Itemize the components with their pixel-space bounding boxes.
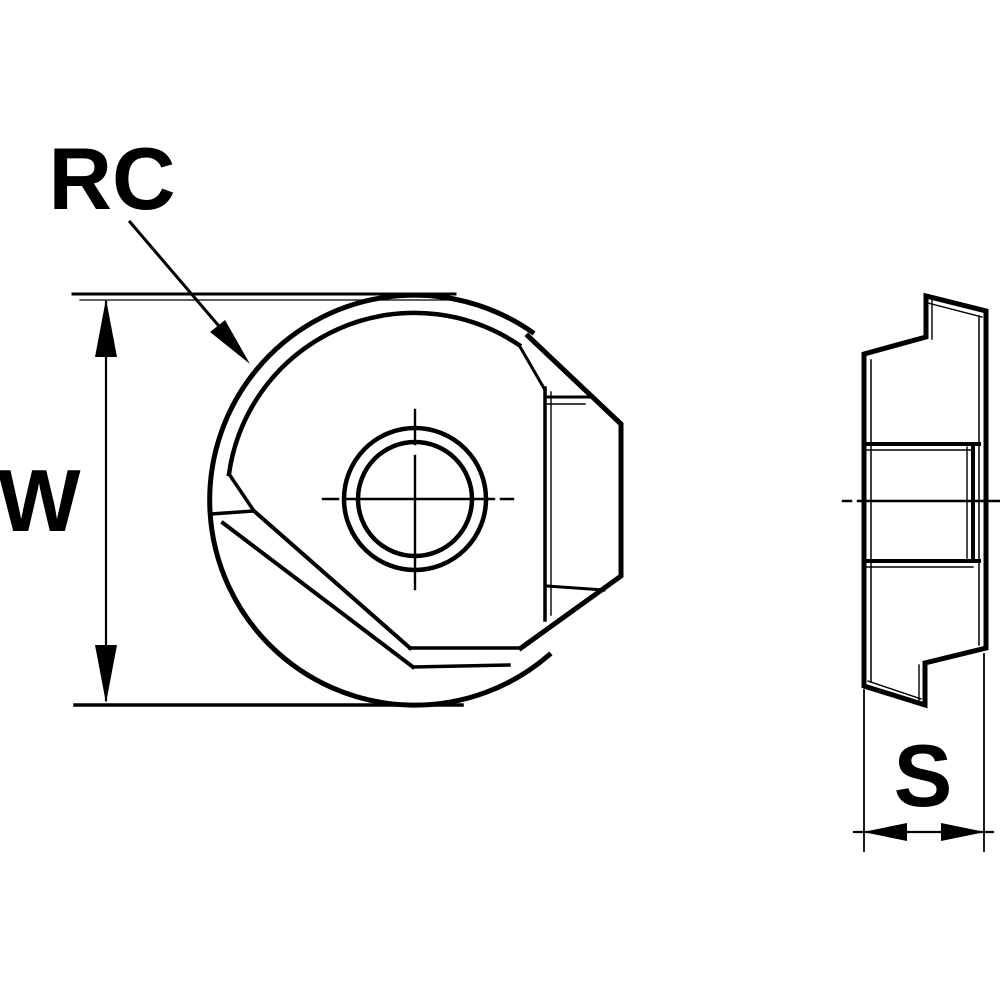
wiper-edge-diagonal-upper (251, 508, 413, 651)
w-dimension (71, 292, 464, 707)
inner-edge-arc (226, 310, 523, 477)
side-view-outline (861, 292, 989, 709)
right-facet-bottom-edge (545, 584, 606, 592)
side-view-inner-line-top-slant (927, 302, 983, 318)
insert-side-view (841, 292, 1000, 709)
s-label: S (894, 726, 953, 825)
wiper-edge-diagonal-lower (220, 520, 416, 670)
dimension-labels: RC W S (0, 129, 952, 825)
inner-edge-chamfer (516, 342, 548, 393)
wiper-flat-bottom-edge (411, 663, 511, 669)
rc-leader-line (127, 219, 227, 335)
w-label: W (0, 451, 81, 550)
rc-leader-arrowhead (210, 320, 250, 364)
w-arrowhead-down (95, 645, 117, 703)
s-arrowhead-right (941, 823, 985, 841)
w-arrowhead-up (95, 299, 117, 357)
s-arrowhead-left (863, 823, 907, 841)
right-facet-outline (517, 332, 624, 652)
left-edge-notch (209, 471, 258, 516)
insert-front-view (207, 292, 624, 708)
side-view-inner-line-bottom-slant (867, 680, 922, 700)
rc-label: RC (48, 129, 175, 228)
rc-leader (127, 219, 250, 364)
s-dimension (852, 653, 995, 852)
